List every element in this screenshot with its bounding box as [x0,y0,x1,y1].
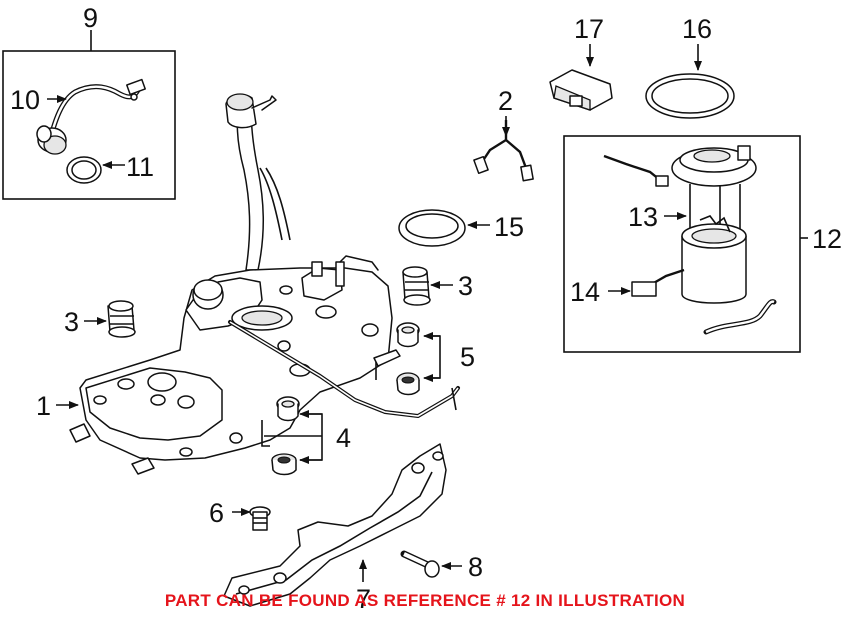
reference-notice: PART CAN BE FOUND AS REFERENCE # 12 IN I… [164,591,686,610]
grommets-4 [261,396,323,476]
callout-4: 4 [336,423,351,453]
grommets-5 [396,322,441,396]
callout-12: 12 [812,224,842,254]
control-module-17 [549,44,613,111]
callout-5: 5 [460,342,475,372]
bolt-6 [232,506,271,531]
callout-9: 9 [83,3,98,33]
callout-10: 10 [10,85,40,115]
callout-17: 17 [574,14,604,44]
callout-6: 6 [209,498,224,528]
callout-3-right: 3 [458,271,473,301]
heat-shield-7 [223,443,447,607]
callout-3-left: 3 [64,307,79,337]
detail-box-12 [563,135,808,353]
callout-7: 7 [356,584,371,614]
callout-13: 13 [628,202,658,232]
callout-2: 2 [498,86,513,116]
callout-labels: 9 10 11 1 3 3 2 15 17 16 12 13 14 5 4 6 … [10,3,842,614]
callout-16: 16 [682,14,712,44]
callout-1: 1 [36,391,51,421]
callout-11: 11 [126,152,154,182]
lock-ring-16 [645,44,735,119]
callout-14: 14 [570,277,600,307]
callout-15: 15 [494,212,524,242]
seal-ring-15 [398,209,490,247]
bumper-right [402,266,453,306]
fuel-tank [69,93,460,475]
bumper-left [84,300,136,338]
detail-box-9 [2,30,176,200]
callout-8: 8 [468,552,483,582]
bolt-8 [400,550,462,578]
harness-2 [473,116,534,182]
